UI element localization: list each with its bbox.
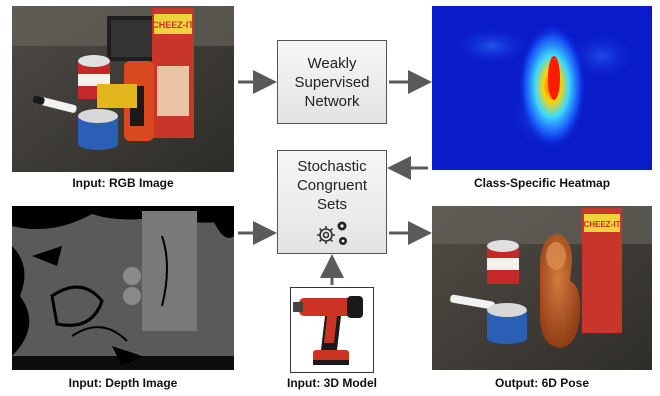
class-specific-heatmap-image [432, 6, 652, 170]
congruent-label-line-3: Sets [316, 196, 347, 213]
gears-icon [317, 221, 347, 245]
congruent-label-line-1: Stochastic [297, 158, 367, 175]
rgb-input-caption: Input: RGB Image [72, 176, 174, 190]
network-label-line-3: Network [304, 92, 360, 110]
network-label-line-1: Weakly [307, 54, 357, 72]
weakly-supervised-network-box: Weakly Supervised Network [277, 40, 387, 124]
rgb-input-image: CHEEZ-IT [12, 6, 234, 172]
cereal-box-label: CHEEZ-IT [152, 20, 194, 30]
depth-input-image [12, 206, 234, 370]
3d-model-image [290, 287, 374, 373]
network-label-line-2: Supervised [294, 73, 370, 91]
output-caption: Output: 6D Pose [494, 376, 589, 390]
stochastic-congruent-sets-box: Stochastic Congruent Sets [277, 150, 387, 254]
heatmap-caption: Class-Specific Heatmap [473, 176, 611, 190]
model-input-caption: Input: 3D Model [287, 376, 377, 390]
output-cereal-box-label: CHEEZ-IT [584, 220, 621, 229]
depth-input-caption: Input: Depth Image [68, 376, 178, 390]
output-6d-pose-image: CHEEZ-IT [432, 206, 652, 370]
congruent-label-line-2: Congruent [296, 177, 368, 194]
